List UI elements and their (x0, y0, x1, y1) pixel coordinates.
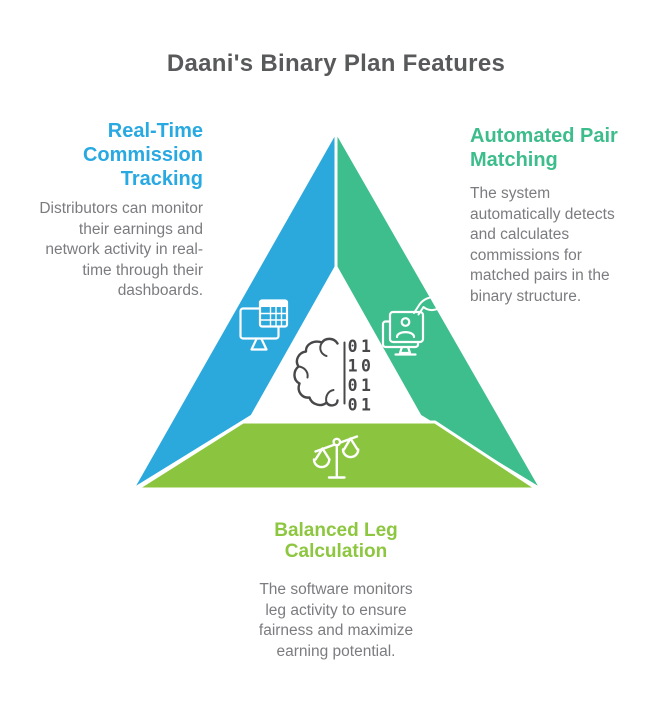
table-grid (259, 306, 288, 328)
brain-binary-icon (293, 337, 346, 407)
scale-left-pan (312, 447, 331, 469)
monitor-spreadsheet-icon (239, 299, 289, 351)
brain-fold-mid (297, 365, 309, 379)
band-green-right (334, 129, 544, 492)
binary-row: 01 (348, 396, 375, 415)
feature-bottom-heading: Balanced Leg Calculation (274, 520, 398, 562)
binary-row: 01 (348, 337, 375, 356)
feature-left-heading: Real-Time Commission Tracking (82, 120, 203, 190)
brain-fold-bottom (325, 389, 335, 404)
scale-right-pan (341, 437, 360, 459)
brain-icon (293, 337, 339, 407)
binary-digits: 01 10 01 01 (348, 337, 375, 415)
brain-fold-top (319, 341, 328, 357)
person-glyph (395, 317, 416, 339)
triangle-bands (130, 129, 544, 492)
page-title: Daani's Binary Plan Features (166, 50, 506, 77)
feature-left-body: Distributors can monitor their earnings … (39, 200, 203, 299)
feature-right-heading: Automated Pair Matching (470, 125, 618, 171)
binary-row: 01 (348, 376, 375, 395)
feature-right-body: The system automatically detects and cal… (470, 185, 615, 305)
balance-scale-icon (312, 435, 360, 479)
binary-row: 10 (348, 357, 375, 376)
scale-pivot (332, 437, 342, 447)
feature-bottom-body: The software monitors leg activity to en… (258, 581, 414, 660)
table-header (260, 300, 287, 307)
monitor-stand (250, 337, 268, 351)
monitor-stand (394, 345, 417, 356)
pointing-hand-icon (413, 293, 448, 316)
monitor-profile-hand-icon (381, 293, 448, 356)
profile-card (388, 310, 425, 344)
